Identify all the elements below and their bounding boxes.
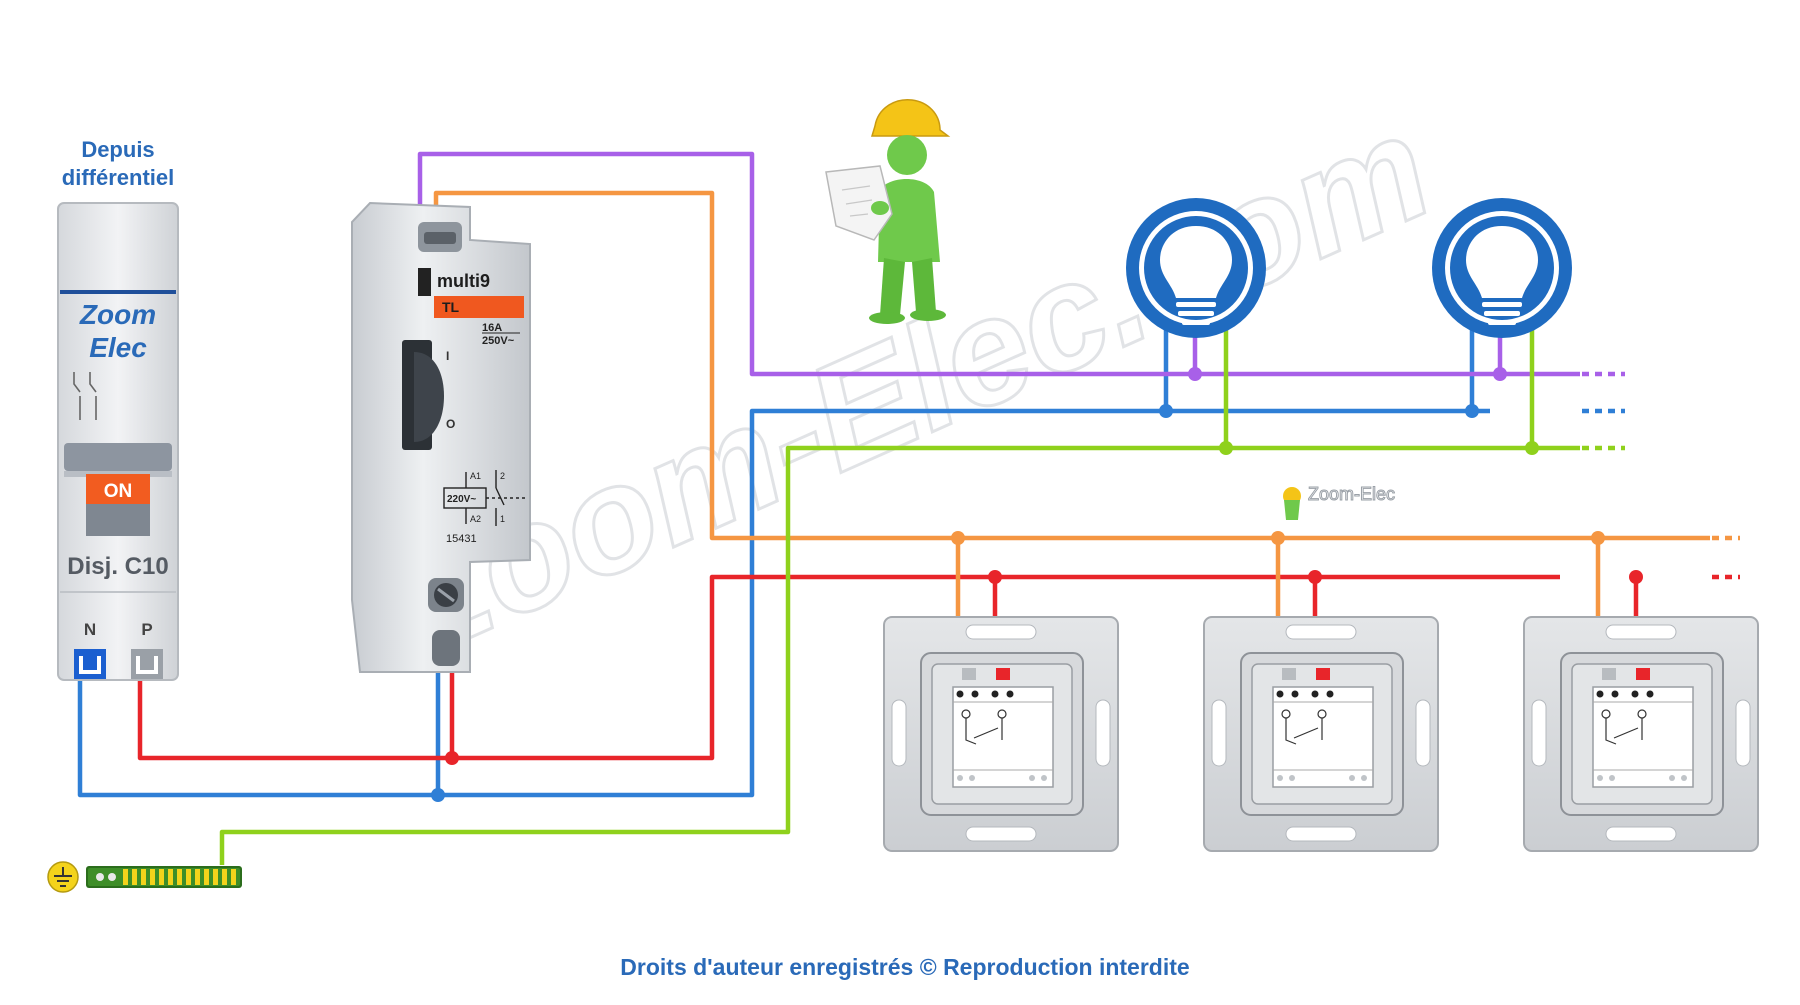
terminal-p-label: P [141, 620, 152, 639]
zoom-elec-logo-icon: Zoom-Elec [1283, 484, 1396, 520]
light-bulb-icon [1160, 226, 1232, 325]
worker-illustration-icon [825, 99, 951, 324]
terminal-p[interactable] [131, 649, 163, 679]
relay-a2: A2 [470, 514, 481, 524]
relay-toggle[interactable] [414, 352, 444, 442]
watermark-logo-text: Zoom-Elec [1308, 484, 1395, 504]
source-label-line1: Depuis [81, 137, 154, 162]
relay-schematic-icon [443, 470, 526, 526]
wire-neutral [77, 408, 1490, 798]
source-label-line2: différentiel [62, 165, 174, 190]
circuit-breaker: Zoom Elec ON Disj. C10 N P [57, 202, 179, 681]
relay-c1: 1 [500, 514, 505, 524]
breaker-lever-housing [64, 443, 172, 471]
push-button-3[interactable] [1523, 616, 1759, 852]
copyright-footer: Droits d'auteur enregistrés © Reproducti… [620, 954, 1189, 980]
terminal-n[interactable] [74, 649, 106, 679]
relay-reference: 15431 [446, 533, 477, 545]
junction-dots [431, 367, 1643, 802]
light-bulb-icon [1466, 226, 1538, 325]
wire-earth [219, 445, 1580, 865]
wire-control [417, 151, 1580, 377]
earth-terminal-bar [47, 861, 242, 893]
push-button-2[interactable] [1203, 616, 1439, 852]
relay-coil-voltage: 220V~ [447, 494, 476, 505]
terminal-n-label: N [84, 620, 96, 639]
relay-current: 16A [482, 322, 502, 334]
relay-c2: 2 [500, 471, 505, 481]
breaker-symbol-icon [73, 372, 97, 420]
relay-brand-icon [418, 268, 431, 296]
lamp-2 [1432, 198, 1572, 338]
push-button-1[interactable] [883, 616, 1119, 852]
lamp-1 [1126, 198, 1266, 338]
relay-a1: A1 [470, 471, 481, 481]
breaker-state-text: ON [104, 481, 133, 502]
relay-pos-off: O [446, 417, 455, 431]
breaker-brand-line1: Zoom [79, 299, 156, 330]
breaker-brand-line2: Elec [89, 332, 147, 363]
relay-brand: multi9 [437, 271, 490, 291]
relay-pos-on: I [446, 349, 449, 363]
impulse-relay: multi9 TL 16A 250V~ I O A1 A2 2 1 220V~ … [351, 201, 531, 673]
breaker-state-badge [86, 474, 150, 504]
breaker-rating: Disj. C10 [67, 553, 168, 580]
relay-voltage: 250V~ [482, 335, 515, 347]
relay-model: TL [442, 299, 460, 315]
wire-pushbutton [433, 190, 1710, 541]
